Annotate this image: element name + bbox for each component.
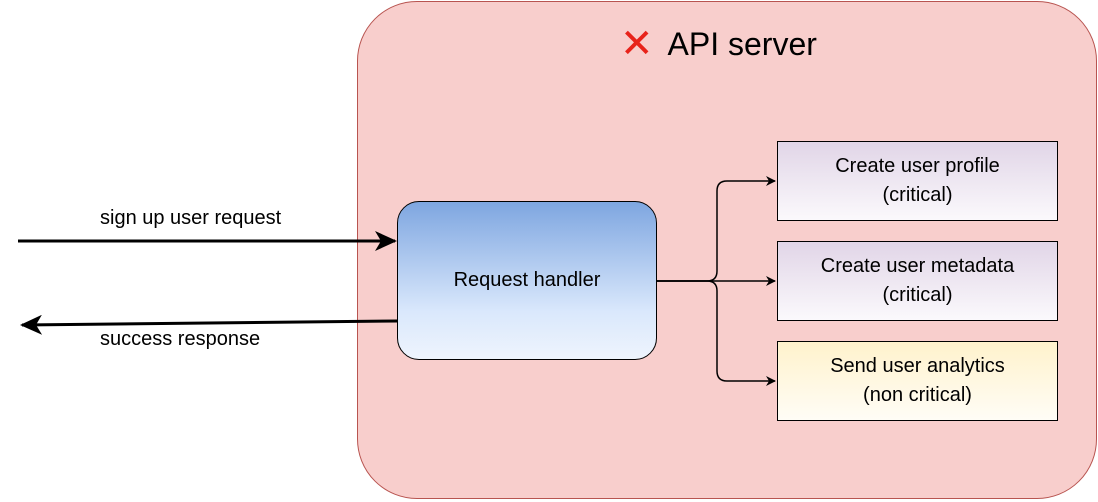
request-handler-label: Request handler [453,269,601,291]
response-label: success response [100,328,261,350]
create-user-metadata-criticality: (critical) [882,284,953,306]
create-user-profile-node: Create user profile (critical) [777,141,1058,221]
api-server-title-text: API server [667,26,817,62]
api-server-title: ✕ API server [620,20,817,68]
create-user-metadata-node: Create user metadata (critical) [777,241,1058,321]
send-user-analytics-criticality: (non critical) [863,384,972,406]
create-user-metadata-label: Create user metadata [820,255,1015,277]
response-arrow [20,314,398,335]
create-user-profile-label: Create user profile [835,155,1000,177]
send-user-analytics-node: Send user analytics (non critical) [777,341,1058,421]
request-label: sign up user request [100,207,282,229]
create-user-profile-criticality: (critical) [882,184,953,206]
x-icon: ✕ [620,22,654,66]
send-user-analytics-label: Send user analytics [830,355,1005,377]
request-handler-node: Request handler [397,201,657,360]
